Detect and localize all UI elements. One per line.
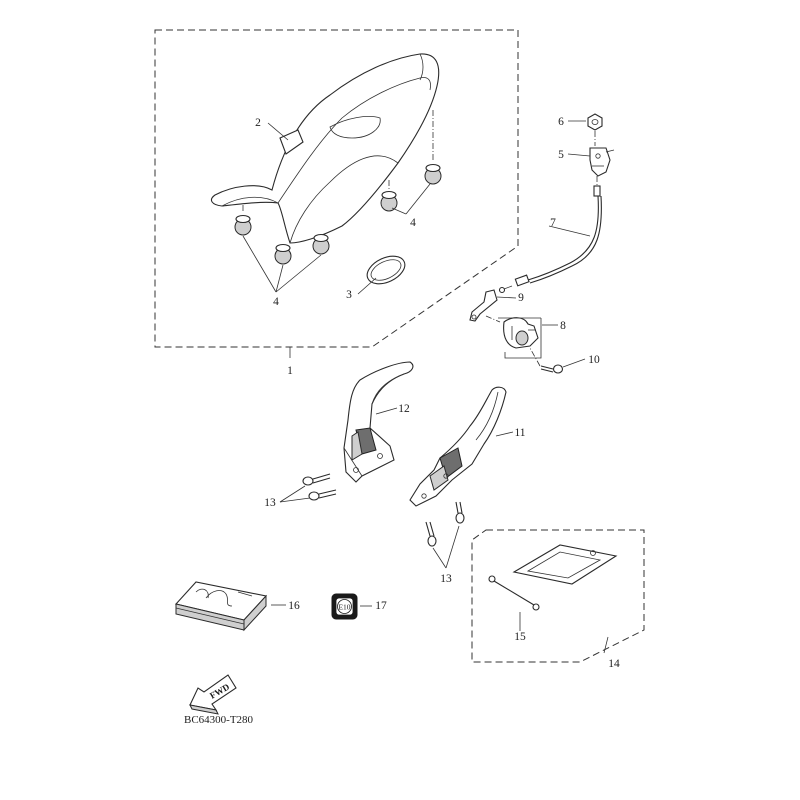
leader-lines: [242, 120, 609, 654]
callout-14: 14: [608, 658, 620, 670]
emblem-part: [279, 129, 304, 155]
callout-3: 3: [346, 289, 352, 301]
seat-lock-part: [503, 317, 539, 349]
callout-16: 16: [288, 600, 300, 612]
callout-13b: 13: [440, 573, 452, 585]
callout-12: 12: [398, 403, 410, 415]
band-part: [366, 255, 406, 285]
bolt-13d-part: [455, 501, 465, 524]
fwd-arrow: FWD: [189, 674, 237, 715]
owners-manual-part: [174, 581, 268, 632]
bolt-10-part: [540, 364, 564, 374]
bushing-4d: [380, 190, 398, 212]
toolkit-group-outline: [471, 529, 645, 663]
bushing-4a: [234, 214, 252, 236]
callout-4a: 4: [273, 296, 279, 308]
callout-8: 8: [560, 320, 566, 332]
e10-label-part: E10: [331, 593, 358, 620]
lever-part: [469, 289, 498, 322]
grab-bar-left-part: [343, 361, 414, 483]
bolt-13c-part: [425, 521, 437, 547]
callout-11: 11: [514, 427, 525, 439]
diagram-code: BC64300-T280: [184, 714, 254, 726]
bushing-4c: [312, 233, 330, 255]
callout-7: 7: [550, 217, 556, 229]
callout-9: 9: [518, 292, 524, 304]
e10-label-text: E10: [338, 603, 350, 612]
callout-1: 1: [287, 365, 293, 377]
wire-15-part: [488, 575, 540, 611]
callout-2: 2: [255, 117, 261, 129]
bracket-part: [589, 147, 615, 177]
callout-6: 6: [558, 116, 564, 128]
seat-part: [210, 53, 440, 244]
callout-5: 5: [558, 149, 564, 161]
seat-group-outline: [154, 29, 519, 348]
grab-bar-right-part: [409, 386, 507, 507]
bolt-13a-part: [302, 473, 331, 486]
tool-bag-part: [512, 544, 618, 585]
bolt-13b-part: [308, 489, 337, 501]
callout-4b: 4: [410, 217, 416, 229]
callout-17: 17: [375, 600, 387, 612]
cable-part: [498, 176, 602, 294]
bushing-4b: [274, 243, 292, 265]
bushing-4e: [424, 163, 442, 185]
callout-15: 15: [514, 631, 526, 643]
callout-13a: 13: [264, 497, 276, 509]
nut-part: [587, 113, 603, 131]
callout-10: 10: [588, 354, 600, 366]
